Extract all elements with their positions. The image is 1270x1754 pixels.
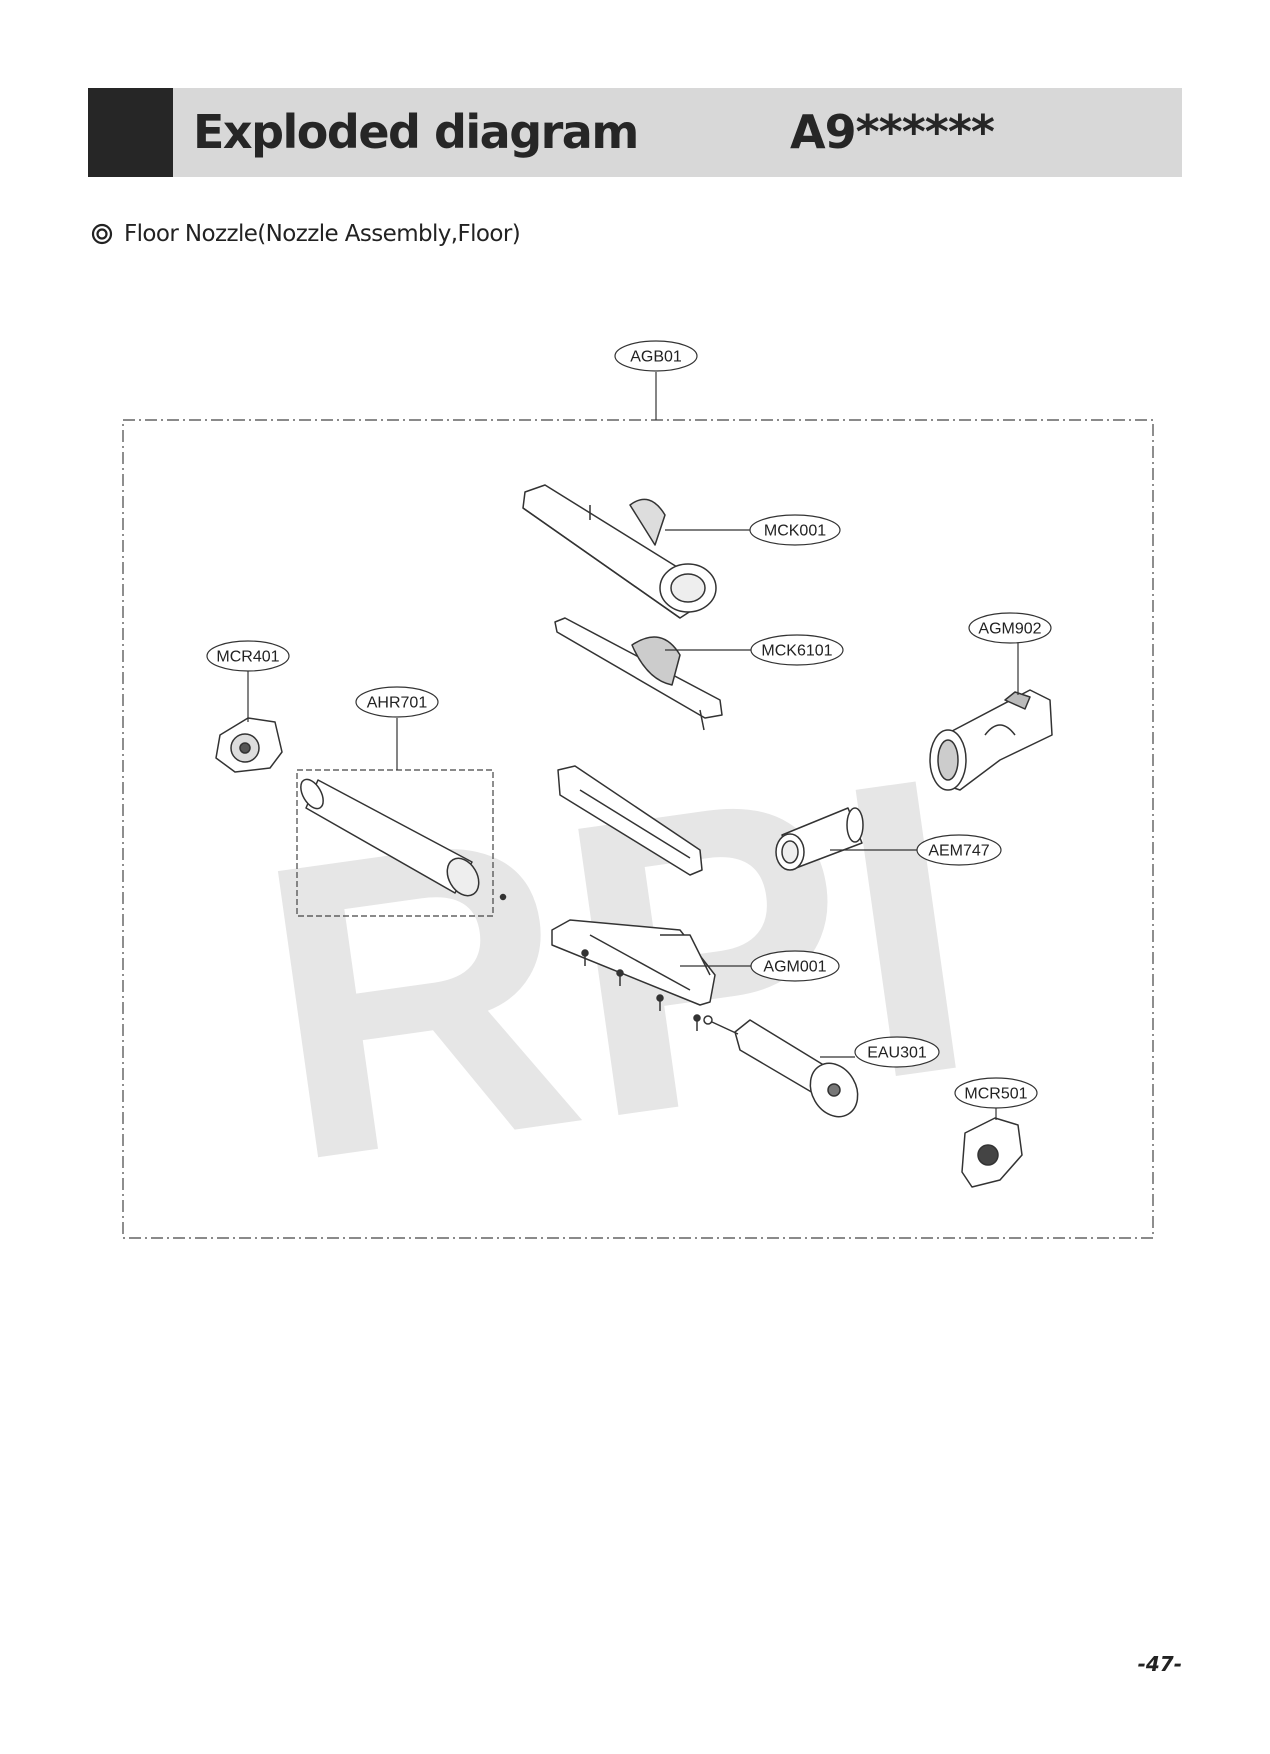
- callout-label-ahr701: AHR701: [367, 695, 428, 712]
- callout-label-mcr401: MCR401: [216, 649, 279, 666]
- callout-mcr401: [206, 640, 290, 672]
- base-frame-part: [551, 919, 716, 1006]
- callout-mck6101: [750, 634, 844, 666]
- callout-label-agm001: AGM001: [763, 959, 826, 976]
- right-end-cap-part: [961, 1117, 1023, 1188]
- callout-label-mck001: MCK001: [764, 523, 826, 540]
- coupling-tube-part: [775, 807, 864, 871]
- callout-label-mcr501: MCR501: [964, 1086, 1027, 1103]
- screw-parts: [499, 893, 701, 1031]
- callout-agm001: [750, 950, 840, 982]
- callout-label-eau301: EAU301: [867, 1045, 927, 1062]
- callout-ahr701: [355, 686, 439, 718]
- neck-joint-part: [929, 689, 1053, 791]
- callout-label-agm902: AGM902: [978, 621, 1041, 638]
- callout-aem747: [916, 834, 1002, 866]
- inner-frame-part: [557, 765, 703, 876]
- model-number: A9******: [790, 105, 995, 159]
- callout-mcr501: [954, 1077, 1038, 1109]
- nozzle-cover-part: [554, 617, 723, 731]
- callout-agb01: [614, 340, 698, 372]
- callout-label-agb01: AGB01: [630, 349, 682, 366]
- callout-label-aem747: AEM747: [928, 843, 989, 860]
- callout-agm902: [968, 612, 1052, 644]
- double-circle-icon: [91, 223, 113, 245]
- callout-label-mck6101: MCK6101: [761, 643, 832, 660]
- brush-roller-part: [300, 778, 480, 897]
- header-bar: [88, 88, 1182, 177]
- assembly-frame: [122, 419, 1154, 1239]
- section-heading: Floor Nozzle(Nozzle Assembly,Floor): [90, 221, 521, 247]
- callout-eau301: [854, 1036, 940, 1068]
- page-title: Exploded diagram: [193, 105, 639, 159]
- section-heading-text: Floor Nozzle(Nozzle Assembly,Floor): [124, 221, 521, 247]
- page-number: -47-: [1137, 1652, 1182, 1676]
- motor-part: [703, 1015, 859, 1118]
- left-end-cap-part: [215, 717, 283, 773]
- main-housing-part: [522, 484, 717, 619]
- callout-mck001: [749, 514, 841, 546]
- header-accent-block: [88, 88, 173, 177]
